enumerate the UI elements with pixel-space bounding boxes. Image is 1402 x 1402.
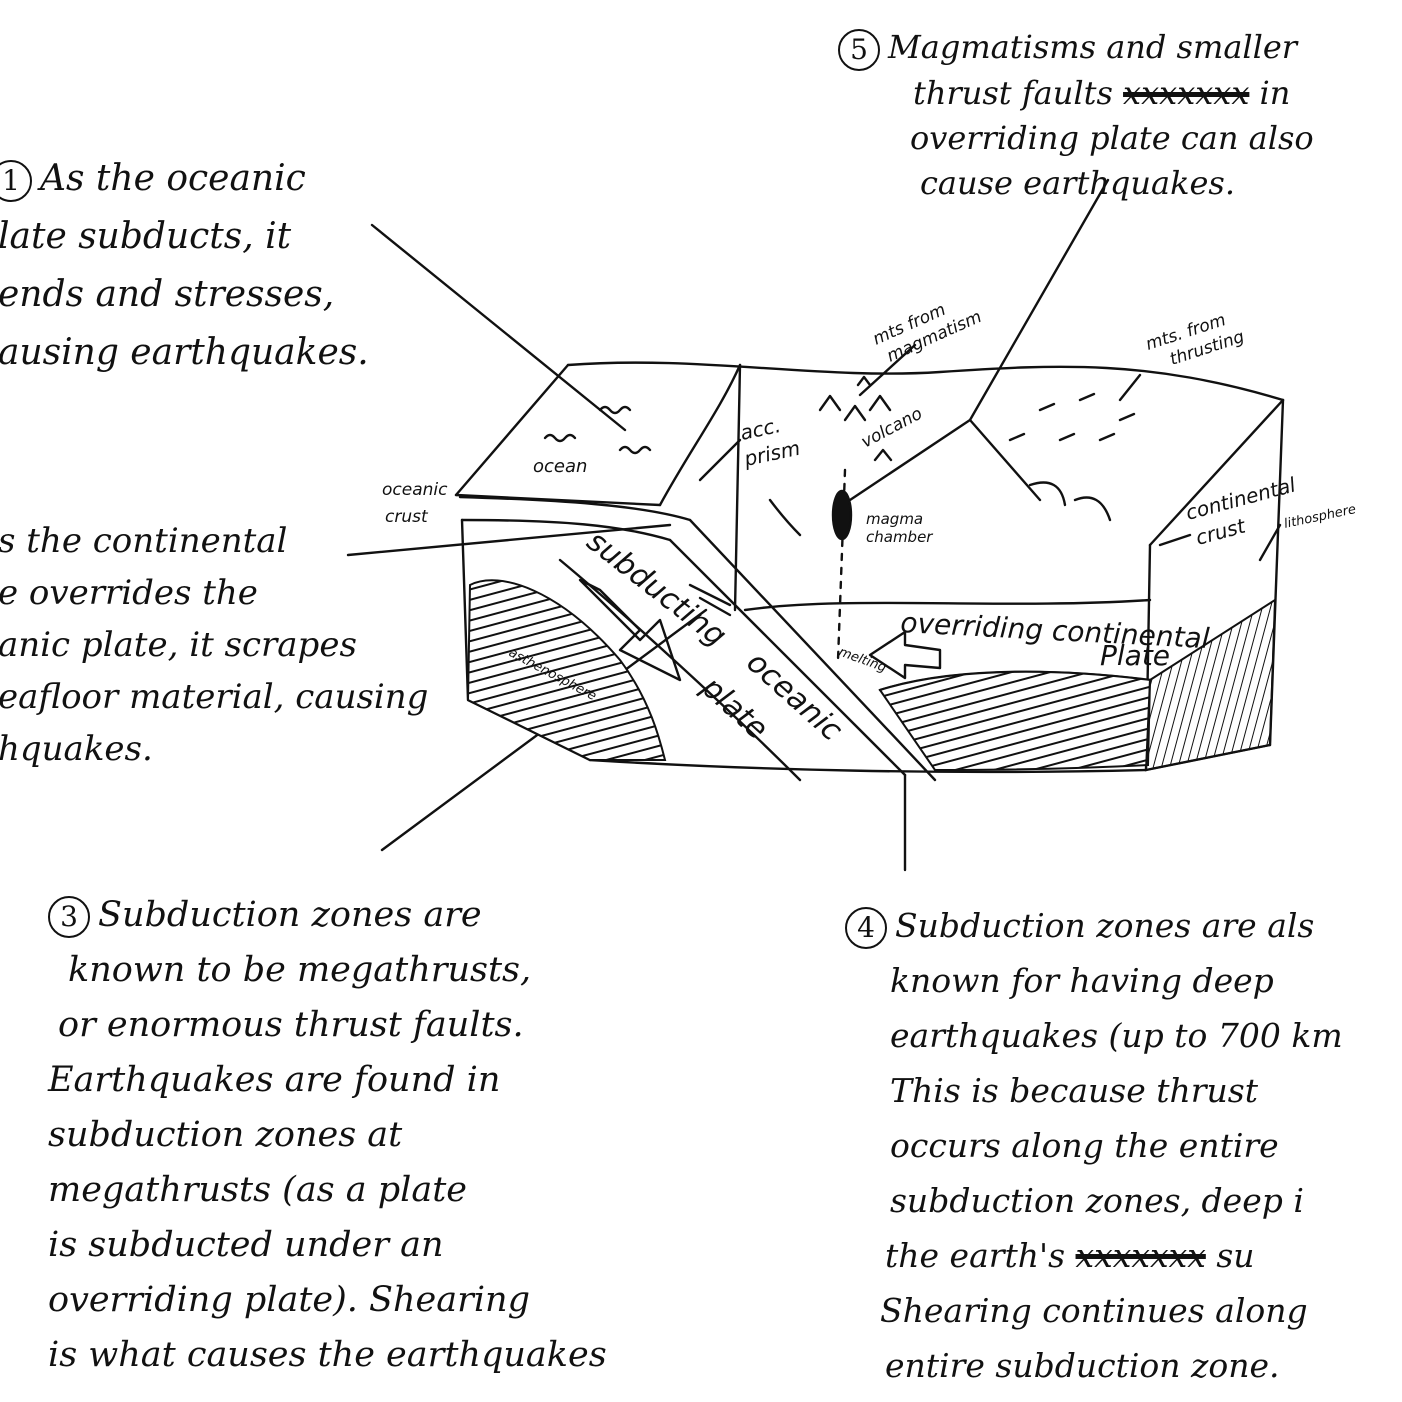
slab-bottom-edge	[668, 538, 907, 777]
note-1-number: 1	[0, 160, 32, 202]
note-4-number: 4	[845, 907, 887, 949]
note-3-number: 3	[48, 895, 90, 938]
note-3-line-9: is what causes the earthquakes	[48, 1335, 607, 1375]
convergence-arrow	[868, 630, 942, 680]
mountain-4	[856, 375, 872, 387]
block-top-back-edge	[566, 361, 1285, 402]
note-3-line-8: overriding plate). Shearing	[48, 1280, 531, 1320]
oceanic-crust-top	[458, 495, 692, 522]
label-oceanic-crust-2: crust	[385, 507, 429, 527]
leader-thrusting	[1118, 373, 1142, 402]
leader-note1	[370, 223, 627, 432]
note-4-line-3: earthquakes (up to 700 km	[890, 1016, 1343, 1055]
subduction-arrow	[578, 578, 682, 682]
note-5-line-2: thrust faults xxxxxxx in	[913, 73, 1291, 112]
mountain-2	[843, 404, 867, 422]
note-3-line-7: is subducted under an	[48, 1225, 444, 1265]
note-3-line-4: Earthquakes are found in	[48, 1060, 501, 1100]
note-4-line-4: This is because thrust	[890, 1071, 1258, 1110]
label-magma-chamber-1: magma	[866, 510, 923, 528]
leader-note5-split-1	[848, 418, 972, 502]
thrust-arc-2	[1028, 481, 1067, 507]
note-4-line-6: subduction zones, deep i	[890, 1181, 1304, 1220]
thrust-arc-3	[1073, 496, 1112, 522]
thrust-arc-1	[768, 498, 802, 537]
shear-arrow-1	[688, 583, 732, 607]
leader-acc-prism	[698, 438, 742, 482]
note-4-line-2: known for having deep	[890, 961, 1274, 1000]
label-magma-chamber-2: chamber	[866, 528, 933, 546]
thrust-mt-5	[1058, 432, 1076, 442]
shear-arrow-2	[698, 596, 732, 617]
leader-note2	[346, 523, 672, 557]
label-ocean: ocean	[533, 456, 587, 477]
note-5-line-4: cause earthquakes.	[920, 163, 1236, 202]
note-1-line-4: ausing earthquakes.	[0, 332, 369, 373]
mountain-3	[868, 394, 892, 412]
leader-magmatism	[858, 343, 917, 397]
leader-lithosphere	[1258, 523, 1282, 562]
asthenosphere-right	[878, 670, 1152, 772]
accretionary-prism-outline	[658, 363, 742, 507]
label-subducting: subducting	[580, 524, 733, 654]
note-1-line-3: ends and stresses,	[0, 274, 335, 315]
wave-2	[543, 433, 577, 443]
note-2-line-5: hquakes.	[0, 729, 153, 769]
note-3-line-5: subduction zones at	[48, 1115, 403, 1155]
ocean-surface-front	[454, 493, 662, 507]
mountain-5	[873, 448, 893, 462]
lithosphere-right	[1144, 598, 1277, 772]
note-2-line-4: eafloor material, causing	[0, 677, 429, 717]
thrust-mt-3	[1118, 412, 1136, 422]
label-lithosphere: lithosphere	[1283, 502, 1358, 532]
note-2: s the continental e overrides the anic p…	[0, 515, 428, 775]
label-volcano: volcano	[858, 404, 926, 453]
thrust-mt-2	[1078, 392, 1096, 402]
leader-note5	[968, 178, 1110, 422]
block-top-left-edge	[454, 363, 570, 497]
block-bottom-front	[588, 758, 1148, 774]
thrust-mt-1	[1038, 402, 1056, 412]
note-5-scribble: xxxxxxx	[1123, 73, 1250, 112]
wave-3	[618, 445, 652, 455]
note-1-line-2: late subducts, it	[0, 216, 292, 257]
note-2-line-3: anic plate, it scrapes	[0, 625, 357, 665]
label-overriding-2: Plate	[1100, 639, 1170, 672]
note-4-line-7: the earth's xxxxxxx su	[885, 1236, 1255, 1275]
leader-continental-crust	[1158, 533, 1192, 547]
overriding-plate-base	[743, 598, 1152, 612]
thrust-mt-4	[1008, 432, 1026, 442]
note-5-number: 5	[838, 28, 880, 71]
mountain-1	[818, 394, 842, 412]
note-4-line-8: Shearing continues along	[880, 1291, 1308, 1330]
magma-chamber-shape	[831, 489, 853, 541]
block-right-back-vertical	[1148, 398, 1285, 547]
note-3-line-3: or enormous thrust faults.	[58, 1005, 524, 1045]
oceanic-crust-bottom	[460, 518, 672, 542]
note-5-line-3: overriding plate can also	[910, 118, 1314, 157]
leader-note5-split-2	[968, 418, 1042, 502]
label-oceanic-crust-1: oceanic	[382, 480, 448, 500]
note-3-line-2: known to be megathrusts,	[68, 950, 532, 990]
note-3-line-6: megathrusts (as a plate	[48, 1170, 468, 1210]
thrust-mt-6	[1098, 432, 1116, 442]
wave-1	[598, 405, 632, 415]
note-4-line-5: occurs along the entire	[890, 1126, 1279, 1165]
note-4-scribble: xxxxxxx	[1075, 1236, 1206, 1275]
note-2-line-2: e overrides the	[0, 573, 258, 613]
slab-top-edge	[688, 518, 937, 782]
note-2-line-1: s the continental	[0, 521, 288, 561]
note-4-line-9: entire subduction zone.	[885, 1346, 1280, 1385]
asthenosphere-left	[466, 579, 667, 761]
